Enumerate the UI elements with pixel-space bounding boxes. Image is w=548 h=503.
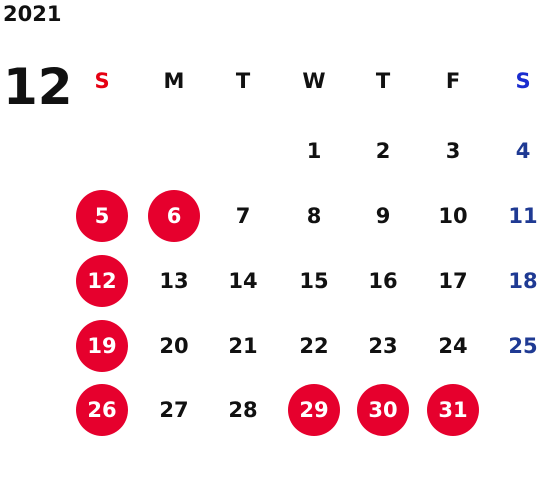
day-cell-highlighted[interactable]: 26 [76,384,128,436]
day-cell[interactable]: 22 [299,334,329,358]
weekday-header: W [302,69,326,93]
day-cell[interactable]: 16 [368,269,398,293]
day-cell-highlighted[interactable]: 31 [427,384,479,436]
weekday-header: M [163,69,185,93]
day-cell[interactable]: 18 [508,269,538,293]
day-cell[interactable]: 24 [438,334,468,358]
day-cell-highlighted[interactable]: 19 [76,320,128,372]
day-cell-highlighted[interactable]: 5 [76,190,128,242]
day-cell-highlighted[interactable]: 12 [76,255,128,307]
day-cell[interactable]: 7 [235,204,251,228]
day-cell[interactable]: 28 [228,398,258,422]
day-cell[interactable]: 14 [228,269,258,293]
day-cell-highlighted[interactable]: 29 [288,384,340,436]
weekday-header: S [94,69,110,93]
day-cell[interactable]: 3 [445,139,461,163]
day-cell[interactable]: 17 [438,269,468,293]
weekday-header: T [235,69,251,93]
day-cell[interactable]: 25 [508,334,538,358]
day-cell[interactable]: 2 [375,139,391,163]
day-cell[interactable]: 13 [159,269,189,293]
day-cell[interactable]: 20 [159,334,189,358]
day-cell-highlighted[interactable]: 30 [357,384,409,436]
day-cell[interactable]: 4 [515,139,531,163]
day-cell-highlighted[interactable]: 6 [148,190,200,242]
day-cell[interactable]: 27 [159,398,189,422]
weekday-header: F [445,69,461,93]
weekday-header: S [515,69,531,93]
day-cell[interactable]: 15 [299,269,329,293]
day-cell[interactable]: 9 [375,204,391,228]
day-cell[interactable]: 23 [368,334,398,358]
day-cell[interactable]: 10 [438,204,468,228]
day-cell[interactable]: 11 [508,204,538,228]
weekday-header: T [375,69,391,93]
month-label: 12 [3,58,73,116]
day-cell[interactable]: 8 [306,204,322,228]
year-label: 2021 [3,2,62,26]
day-cell[interactable]: 21 [228,334,258,358]
day-cell[interactable]: 1 [306,139,322,163]
